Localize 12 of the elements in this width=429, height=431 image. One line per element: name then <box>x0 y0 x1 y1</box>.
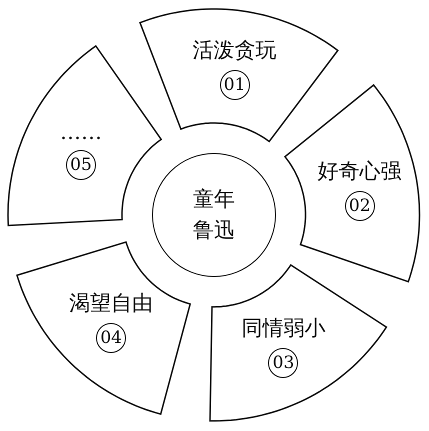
segment-label: …… <box>60 120 102 144</box>
segment-label: 好奇心强 <box>318 158 402 186</box>
number-badge: 02 <box>344 191 375 222</box>
number-badge: 04 <box>96 323 126 354</box>
number-badge: 01 <box>220 70 250 100</box>
segment-label: 同情弱小 <box>241 314 326 342</box>
center-circle <box>152 153 276 277</box>
number-badge: 05 <box>66 150 96 180</box>
center-label: 童年鲁迅 <box>192 186 236 244</box>
segment-label: 渴望自由 <box>69 290 154 318</box>
number-badge: 03 <box>268 348 298 378</box>
segment-label: 活泼贪玩 <box>192 37 277 64</box>
